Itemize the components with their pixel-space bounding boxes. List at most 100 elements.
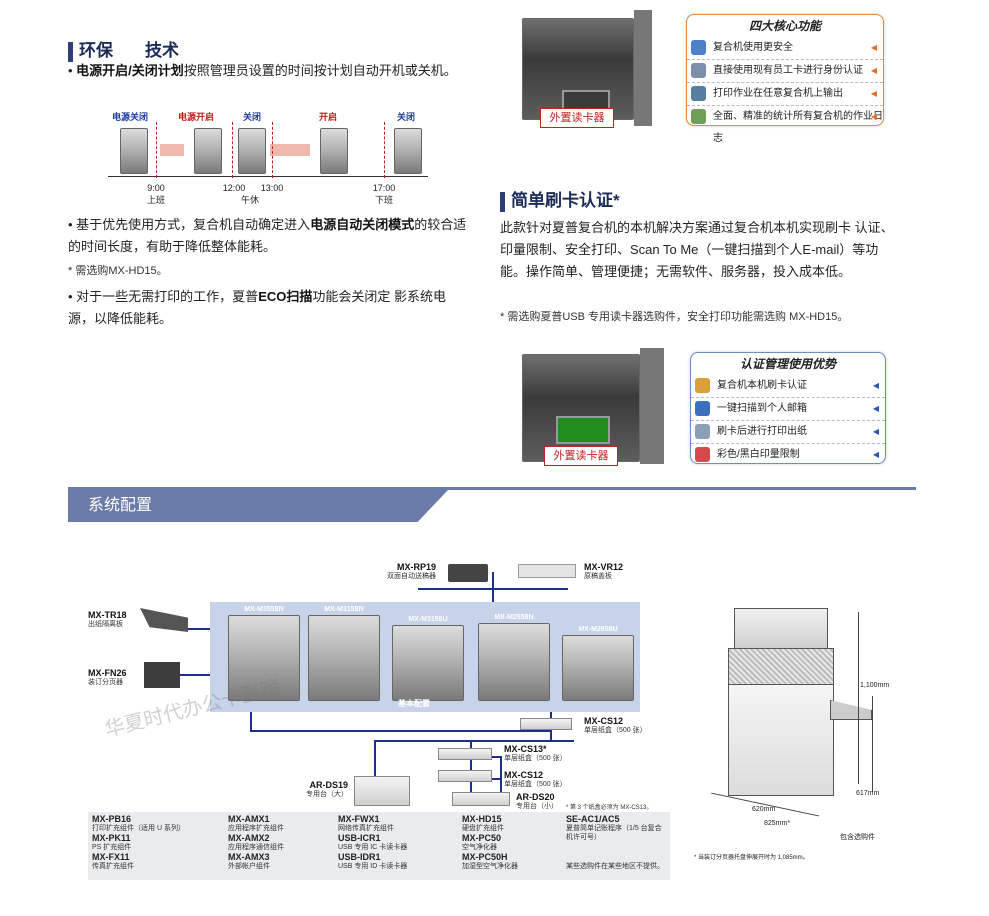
timeline-marker — [272, 122, 273, 178]
card-reader-photo: 外置读卡器 — [512, 10, 662, 128]
options-included-label: 包含选购件 — [840, 834, 875, 841]
document-feeder-image — [448, 564, 488, 582]
printer-icon — [691, 86, 706, 101]
paper-tray-image — [438, 770, 492, 782]
printer-icon — [238, 128, 266, 174]
core-item: 复合机使用更安全◀ — [687, 37, 883, 60]
printer-icon — [320, 128, 348, 174]
cs13-label: MX-CS13*单层纸盒（500 张） — [504, 744, 567, 762]
heading-bar — [68, 41, 73, 62]
timeline-lunch: 午休 — [240, 195, 259, 205]
card-icon — [695, 378, 710, 393]
core-title: 四大核心功能 — [748, 19, 821, 33]
core-function-box: 四大核心功能 复合机使用更安全◀ 直接使用现有员工卡进行身份认证◀ 打印作业在任… — [686, 14, 884, 144]
printer-icon — [695, 424, 710, 439]
machine-card: MX-M2658U — [562, 626, 634, 701]
width2-label: 825mm* — [764, 820, 791, 827]
reader-label: 外置读卡器 — [540, 108, 614, 128]
printer-icon — [120, 128, 148, 174]
paper-tray-image — [438, 748, 492, 760]
machine-card: MX-M3558N — [228, 606, 300, 701]
card-note: * 需选购夏普USB 专用读卡器选购件，安全打印功能需选购 MX-HD15。 — [500, 311, 849, 323]
color-icon — [695, 447, 710, 462]
eco-note: * 需选购MX-HD15。 — [68, 265, 168, 277]
auth-advantage-box: 认证管理使用优势 复合机本机刷卡认证◀ 一键扫描到个人邮箱◀ 刷卡后进行打印出纸… — [690, 352, 886, 464]
chart-icon — [691, 109, 706, 124]
dimension-note: * 当装订分页器托盘伸展开时为 1,085mm。 — [694, 855, 809, 861]
platen-cover-image — [518, 564, 576, 578]
arrow-left-icon — [160, 144, 184, 156]
machine-card: MX-M3158N — [308, 606, 380, 701]
adv-item: 彩色/黑白印量限制◀ — [691, 444, 885, 466]
lcd-screen — [556, 416, 610, 444]
timeline-label: 关闭 — [242, 112, 261, 122]
timeline-label: 开启 — [318, 112, 337, 122]
card-reader-photo-2: 外置读卡器 — [512, 348, 672, 466]
printer-body-image — [728, 648, 834, 686]
system-config-band: 系统配置 — [68, 490, 448, 522]
exit-tray-image — [140, 608, 188, 632]
section-rule — [68, 487, 916, 490]
eco-para-2: • 基于优先使用方式，复合机自动确定进入电源自动关闭模式的较合适的时间长度，有助… — [68, 217, 467, 254]
eco-para-3: • 对于一些无需打印的工作，夏普ECO扫描功能会关闭定 影系统电源，以降低能耗。 — [68, 289, 446, 326]
eco-para-1: • 电源开启/关闭计划按照管理员设置的时间按计划自动开机或关机。 — [68, 63, 457, 78]
adv-item: 一键扫描到个人邮箱◀ — [691, 398, 885, 421]
machine-card: MX-M2658N — [478, 614, 550, 701]
timeline-axis — [108, 176, 428, 177]
stand-large-image — [354, 776, 410, 806]
width1-label: 620mm — [752, 806, 776, 813]
timeline-marker — [232, 122, 233, 178]
system-config-title: 系统配置 — [88, 497, 153, 514]
core-item: 打印作业在任意复合机上输出◀ — [687, 83, 883, 106]
timeline-tick: 13:00 — [260, 183, 284, 193]
core-item: 全面、精准的统计所有复合机的作业日志◀ — [687, 106, 883, 144]
heading-bar — [500, 191, 505, 212]
bypass-tray-image — [830, 700, 872, 720]
adv-item: 刷卡后进行打印出纸◀ — [691, 421, 885, 444]
timeline-label: 电源开启 — [177, 112, 214, 122]
adv-title: 认证管理使用优势 — [739, 357, 836, 371]
cs13-note: * 第 3 个纸盒必须为 MX-CS13。 — [566, 805, 653, 811]
base-config-label: 基本配置 — [398, 699, 430, 708]
eco-p1-bold: 电源开启/关闭计划 — [76, 63, 184, 78]
timeline-label: 关闭 — [396, 112, 415, 122]
printer-icon — [394, 128, 422, 174]
timeline-label: 电源关闭 — [111, 112, 148, 122]
machine-card: MX-M3158U — [392, 616, 464, 701]
stand-image — [452, 792, 510, 806]
scanner-unit-image — [734, 608, 828, 650]
eco-title-a: 环保 — [79, 41, 113, 60]
eco-heading: 环保技术 — [68, 36, 179, 62]
dimension-drawing: 1,100mm 617mm 620mm 825mm* 包含选购件 * 当装订分页… — [690, 600, 900, 870]
height-label: 1,100mm — [860, 682, 890, 689]
reader-label: 外置读卡器 — [544, 446, 618, 466]
security-icon — [691, 40, 706, 55]
paper-tray-image — [520, 718, 572, 730]
timeline-marker — [384, 122, 385, 178]
timeline-tick: 12:00 — [222, 183, 246, 193]
finisher-image — [144, 662, 180, 688]
adv-item: 复合机本机刷卡认证◀ — [691, 375, 885, 398]
card-body: 此款针对夏普复合机的本机解决方案通过复合机本机实现刷卡 认证、印量限制、安全打印… — [500, 220, 894, 279]
card-title: 简单刷卡认证* — [511, 191, 620, 210]
timeline-marker — [156, 122, 157, 178]
printer-icon — [194, 128, 222, 174]
id-card-icon — [691, 63, 706, 78]
eco-p1-rest: 按照管理员设置的时间按计划自动开机或关机。 — [183, 63, 457, 78]
cabinet-image — [728, 684, 834, 796]
